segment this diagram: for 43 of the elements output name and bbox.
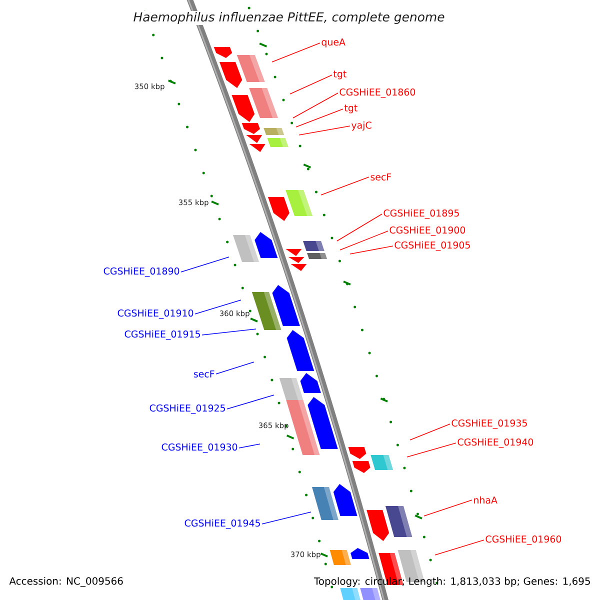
leader-line — [202, 328, 256, 336]
leader-line — [424, 500, 472, 516]
gene-label: CGSHiEE_01940 — [458, 438, 534, 448]
leader-line — [292, 92, 338, 118]
gene-label: CGSHiEE_01935 — [452, 419, 527, 429]
leader-line — [216, 362, 254, 374]
leader-line — [180, 256, 230, 272]
gene-label: tgt — [344, 104, 358, 114]
leader-line — [298, 126, 350, 136]
gene-label: CGSHiEE_01945 — [184, 519, 260, 529]
info-text: Accession: NC_009566 — [9, 577, 123, 587]
gene-label: CGSHiEE_01860 — [340, 88, 416, 98]
gene-label: CGSHiEE_01895 — [384, 209, 459, 219]
gene-label: CGSHiEE_01900 — [390, 226, 466, 236]
gene-label: secF — [370, 173, 392, 181]
gene-label: CGSHiEE_01910 — [118, 309, 194, 319]
title: Haemophilus influenzae PittEE, complete genome — [132, 10, 446, 26]
leader-line — [320, 176, 370, 196]
leader-line — [226, 394, 274, 410]
leader-line — [272, 42, 320, 62]
gene-label: queA — [322, 38, 346, 48]
gene-label: CGSHiEE_01960 — [486, 535, 562, 545]
gene-label: nhaA — [474, 496, 498, 504]
leader-line — [336, 214, 382, 242]
leader-line — [340, 230, 388, 250]
gene-label: CGSHiEE_01915 — [124, 330, 200, 340]
gene-label: CGSHiEE_01930 — [162, 443, 238, 453]
leader-line — [290, 74, 332, 94]
gene-label: yajC — [351, 121, 372, 131]
leader-line — [194, 300, 242, 314]
gene-label: CGSHiEE_01925 — [150, 404, 225, 414]
gene-label: secF — [194, 370, 214, 378]
leader-line — [434, 540, 484, 556]
gene-label: CGSHiEE_01905 — [394, 241, 470, 251]
leader-line — [350, 246, 394, 254]
leader-line — [410, 424, 450, 440]
leader-line — [296, 108, 344, 128]
gene-label: CGSHiEE_01890 — [104, 267, 180, 277]
leader-line — [238, 444, 260, 448]
leader-line — [406, 442, 456, 458]
info-text: Topology: circular; Length: 1,813,033 bp; Genes: 1,695 — [314, 577, 590, 587]
leader-line — [262, 512, 312, 524]
gene-label: tgt — [333, 70, 346, 80]
